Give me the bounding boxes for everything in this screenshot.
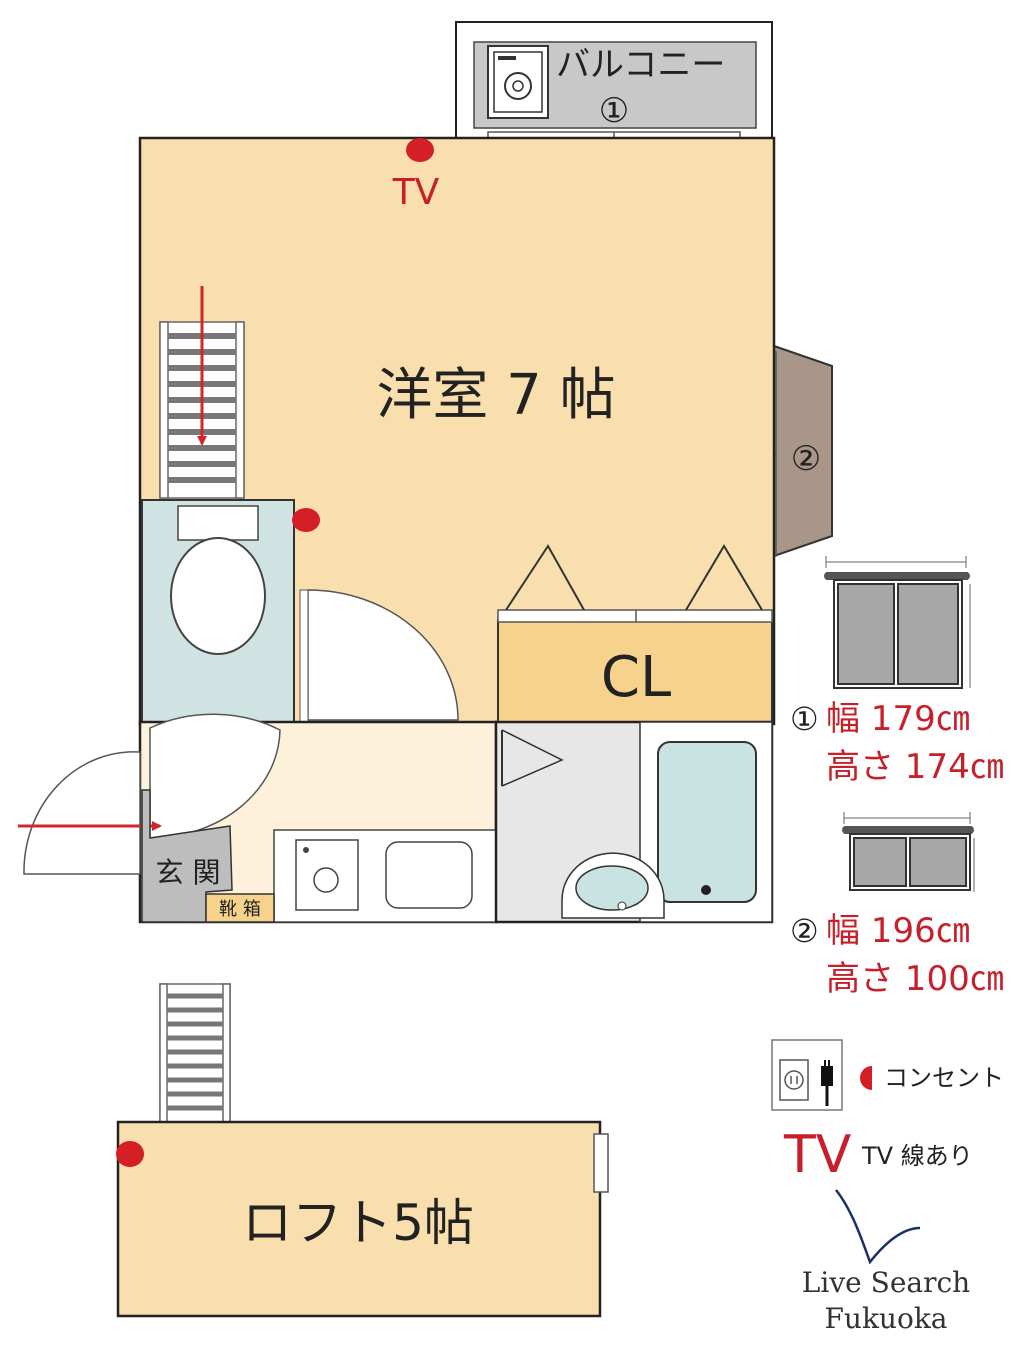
window-1-height: 高さ 174㎝ <box>826 747 1004 787</box>
outlet-icon <box>116 1141 144 1167</box>
tv-marker: TV <box>392 172 440 213</box>
bathroom <box>494 720 774 924</box>
stove-icon <box>295 839 359 911</box>
loft-ladder-icon <box>159 983 231 1123</box>
window-1-width: 幅 179㎝ <box>826 699 970 739</box>
window-diagram-1 <box>824 556 971 689</box>
closet: CL <box>497 544 773 723</box>
outlet-plug-icon <box>771 1039 843 1111</box>
logo-line1: Live Search <box>802 1266 970 1299</box>
logo-line2: Fukuoka <box>825 1302 948 1335</box>
logo-mark-icon <box>835 1189 921 1265</box>
loft: ロフト5帖 <box>116 1120 609 1318</box>
entrance-door <box>23 713 281 875</box>
side-window-marker: ② <box>791 439 821 479</box>
balcony-label: バルコニー <box>556 45 725 85</box>
legend: コンセント TV TV 線あり <box>771 1039 1004 1185</box>
window-2-width: 幅 196㎝ <box>826 911 970 951</box>
main-room-label: 洋室 7 帖 <box>376 363 615 428</box>
bathtub-icon <box>657 741 757 903</box>
entrance-label: 玄 関 <box>156 856 221 889</box>
legend-tv-label: TV 線あり <box>861 1142 973 1170</box>
legend-outlet-label: コンセント <box>884 1064 1004 1092</box>
window-2-height: 高さ 100㎝ <box>826 959 1004 999</box>
outlet-icon <box>406 138 434 162</box>
loft-label: ロフト5帖 <box>242 1194 474 1252</box>
door-swing <box>299 589 459 723</box>
sink-icon <box>385 841 473 909</box>
outlet-symbol-icon <box>860 1066 872 1090</box>
window-2-number: ② <box>790 912 819 950</box>
closet-label: CL <box>601 645 671 710</box>
entrance: 玄 関 靴 箱 <box>141 789 275 923</box>
logo: Live Search Fukuoka <box>802 1189 970 1335</box>
outlet-icon <box>292 508 320 532</box>
balcony-window-marker: ① <box>599 91 629 131</box>
legend-tv-symbol: TV <box>783 1125 852 1185</box>
washbasin-icon <box>561 852 665 919</box>
window-diagram-2 <box>842 812 975 892</box>
window-1-number: ① <box>790 700 819 738</box>
shoe-box-label: 靴 箱 <box>219 899 261 920</box>
balcony: バルコニー ① <box>455 21 773 147</box>
washing-machine-icon <box>487 45 549 119</box>
toilet-room <box>141 499 320 723</box>
